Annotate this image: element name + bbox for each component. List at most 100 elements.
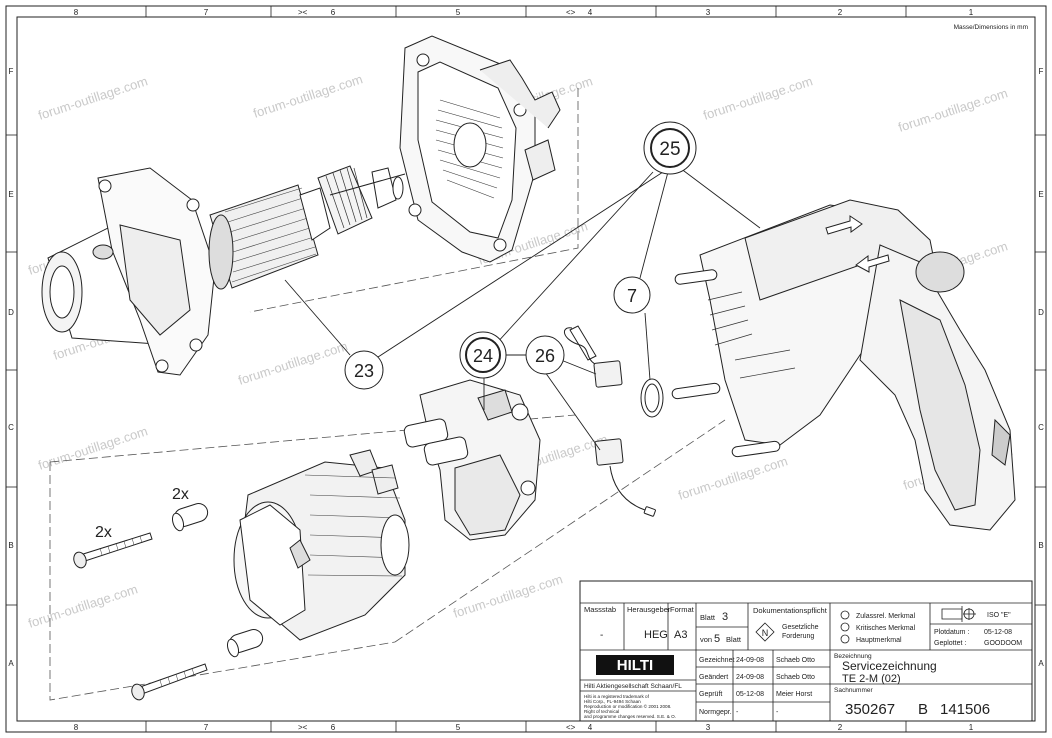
row-label-left-F: F	[9, 67, 14, 76]
row-label-left-D: D	[8, 308, 14, 317]
watermark: forum-outillage.com	[896, 85, 1009, 135]
callout-24-label: 24	[473, 346, 493, 366]
merkmal1-circle	[840, 610, 850, 620]
top-column-strip	[6, 6, 1046, 732]
row-label-right-B: B	[1038, 541, 1043, 550]
callout-7: 7	[613, 276, 651, 314]
merkmal1-label: Zulassrel. Merkmal	[856, 613, 916, 620]
projection-symbol	[941, 606, 976, 622]
hilti-logo	[596, 655, 674, 675]
sachnummer-label: Sachnummer	[834, 687, 873, 694]
legal-line-2: Hilti Corp., FL-9494 Schaan	[584, 699, 641, 704]
center-marks: ><<> ><<>	[298, 8, 576, 732]
hilti-logo-text: HILTI	[617, 657, 653, 674]
sachnummer-number: 141506	[940, 701, 990, 718]
row-label-left-A: A	[8, 659, 14, 668]
massstab-value: -	[600, 630, 603, 641]
plotdatum-value: 05-12-08	[984, 629, 1012, 636]
format-value: A3	[674, 629, 687, 641]
normgepr-name: -	[776, 709, 779, 716]
geprueft-date: 05-12-08	[736, 691, 764, 698]
row-label-left-C: C	[8, 423, 14, 432]
geaendert-label: Geändert	[699, 674, 728, 681]
column-markers: 8 7 6 5 4 3 2 1 8 7 6 5 4 3 2 1	[74, 8, 974, 732]
row-label-right-D: D	[1038, 308, 1044, 317]
bezeichnung-label: Bezeichnung	[834, 653, 872, 660]
dok-line1: Gesetzliche	[782, 624, 819, 631]
row-label-right-E: E	[1038, 190, 1043, 199]
col-label-bottom-5: 5	[456, 723, 461, 732]
explode-dash-lines	[49, 88, 726, 701]
geprueft-name: Meier Horst	[776, 691, 812, 698]
gezeichnet-label: Gezeichnet	[699, 657, 734, 664]
svg-text:<>: <>	[566, 723, 576, 732]
legal-line-4: Right of technical	[584, 709, 619, 714]
plotdatum-label: Plotdatum :	[934, 629, 969, 636]
drawing-title-2: TE 2-M (02)	[842, 673, 901, 685]
col-label-top-8: 8	[74, 8, 79, 17]
callout-23-label: 23	[354, 361, 374, 381]
stator	[233, 449, 410, 641]
von-value: 5	[714, 633, 720, 645]
col-label-bottom-4: 4	[588, 723, 593, 732]
blatt-label: Blatt	[700, 613, 716, 622]
sleeves-and-screws	[73, 503, 264, 701]
geplottet-value: GOODOOM	[984, 640, 1022, 647]
gear-housing-plate	[399, 35, 561, 263]
callout-25: 25	[643, 121, 697, 175]
callout-26-label: 26	[535, 346, 555, 366]
legal-line-5: and programme changes reserved. S.E. & O…	[584, 714, 676, 719]
callout-leaders	[284, 167, 761, 451]
callout-7-label: 7	[627, 286, 637, 306]
herausgeber-label: Herausgeber	[627, 605, 671, 614]
svg-text:><: ><	[298, 8, 308, 17]
blatt-value: 3	[722, 611, 728, 623]
geplottet-label: Geplottet :	[934, 640, 966, 647]
format-label: Format	[670, 605, 695, 614]
col-label-bottom-3: 3	[706, 723, 711, 732]
col-label-top-1: 1	[969, 8, 974, 17]
watermark: forum-outillage.com	[36, 423, 149, 473]
watermark: forum-outillage.com	[251, 71, 364, 121]
watermark: forum-outillage.com	[676, 453, 789, 503]
company-name: Hilti Aktiengesellschaft Schaan/FL	[584, 683, 682, 690]
massstab-label: Massstab	[584, 605, 616, 614]
geprueft-label: Geprüft	[699, 691, 722, 698]
row-label-left-B: B	[8, 541, 13, 550]
merkmal2-label: Kritisches Merkmal	[856, 625, 916, 632]
col-label-top-3: 3	[706, 8, 711, 17]
drawing-title-1: Servicezeichnung	[842, 659, 937, 673]
dimension-note: Masse/Dimensions in mm	[954, 24, 1028, 31]
von-suffix: Blatt	[726, 635, 742, 644]
col-label-bottom-2: 2	[838, 723, 843, 732]
title-block: Massstab - Herausgeber HEG Format A3 Bla…	[579, 580, 1033, 722]
dokumentationspflicht-label: Dokumentationspflicht	[753, 606, 828, 615]
svg-text:><: ><	[298, 723, 308, 732]
row-label-right-C: C	[1038, 423, 1044, 432]
normgepr-date: -	[736, 709, 739, 716]
retaining-ring	[640, 378, 664, 418]
geaendert-name: Schaeb Otto	[776, 674, 815, 681]
col-label-bottom-6: 6	[331, 723, 336, 732]
col-label-bottom-7: 7	[204, 723, 209, 732]
watermark: forum-outillage.com	[701, 73, 814, 123]
dok-symbol: N	[762, 628, 769, 638]
row-label-right-A: A	[1038, 659, 1044, 668]
handle-housing	[671, 199, 1016, 531]
dok-line2: Forderung	[782, 633, 814, 640]
brush-holder	[403, 379, 541, 541]
motor-housing-armature	[41, 165, 406, 376]
col-label-bottom-8: 8	[74, 723, 79, 732]
sachnummer-b: B	[918, 701, 928, 718]
col-label-top-2: 2	[838, 8, 843, 17]
watermark: forum-outillage.com	[451, 571, 564, 621]
legal-line-3: Reproduction or modification © 2001 2008…	[584, 703, 671, 709]
callout-24: 24	[459, 331, 507, 379]
sachnummer-value: 350267	[845, 701, 895, 718]
dok-diamond: N	[755, 622, 775, 642]
col-label-bottom-1: 1	[969, 723, 974, 732]
iso-label: ISO "E"	[987, 612, 1011, 619]
row-markers: F E D C B A F E D C B A	[8, 67, 1044, 668]
callout-26: 26	[525, 335, 565, 375]
